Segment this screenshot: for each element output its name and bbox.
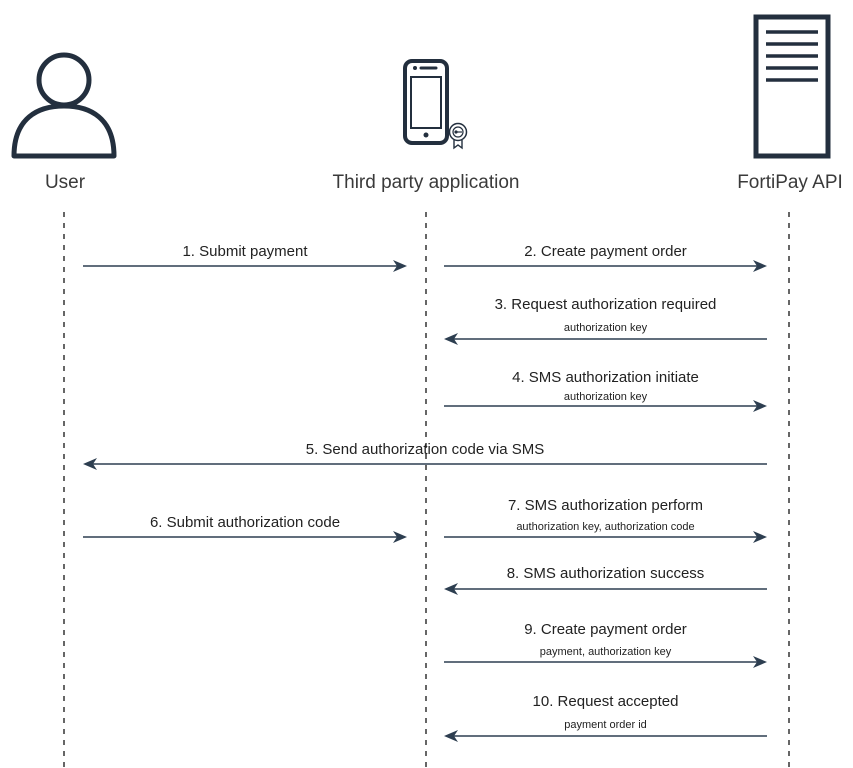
arrow-head-icon — [83, 458, 97, 470]
message-2: 2. Create payment order — [444, 243, 767, 272]
message-8: 8. SMS authorization success — [444, 565, 767, 595]
message-label: 5. Send authorization code via SMS — [306, 441, 544, 458]
message-label: 4. SMS authorization initiate — [512, 369, 699, 386]
actor-label-app: Third party application — [333, 172, 520, 193]
messages-group: 1. Submit payment 2. Create payment order… — [83, 243, 767, 742]
message-sublabel: authorization key — [564, 391, 648, 403]
actor-label-api: FortiPay API — [737, 172, 843, 193]
arrow-head-icon — [753, 260, 767, 272]
message-label: 8. SMS authorization success — [507, 565, 705, 582]
message-label: 9. Create payment order — [524, 621, 687, 638]
message-6: 6. Submit authorization code — [83, 514, 407, 543]
arrow-head-icon — [753, 656, 767, 668]
server-icon — [753, 14, 831, 159]
arrow-head-icon — [444, 333, 458, 345]
message-label: 2. Create payment order — [524, 243, 687, 260]
message-label: 10. Request accepted — [533, 693, 679, 710]
smartphone-certificate-icon — [403, 59, 468, 150]
arrow-head-icon — [444, 583, 458, 595]
message-label: 3. Request authorization required — [495, 296, 717, 313]
message-label: 7. SMS authorization perform — [508, 497, 703, 514]
message-sublabel: authorization key — [564, 322, 648, 334]
arrow-head-icon — [753, 400, 767, 412]
message-5: 5. Send authorization code via SMS — [83, 441, 767, 470]
user-icon — [11, 52, 117, 159]
message-sublabel: payment order id — [564, 719, 647, 731]
message-sublabel: authorization key, authorization code — [516, 521, 694, 533]
message-label: 6. Submit authorization code — [150, 514, 340, 531]
arrow-head-icon — [393, 260, 407, 272]
message-sublabel: payment, authorization key — [540, 646, 672, 658]
message-4: 4. SMS authorization initiate authorizati… — [444, 369, 767, 412]
actor-label-user: User — [45, 172, 86, 193]
arrow-head-icon — [444, 730, 458, 742]
message-label: 1. Submit payment — [182, 243, 308, 260]
message-3: 3. Request authorization required authori… — [444, 296, 767, 345]
message-10: 10. Request accepted payment order id — [444, 693, 767, 742]
arrow-head-icon — [753, 531, 767, 543]
message-7: 7. SMS authorization perform authorizatio… — [444, 497, 767, 543]
message-9: 9. Create payment order payment, authoriz… — [444, 621, 767, 668]
message-1: 1. Submit payment — [83, 243, 407, 272]
arrow-head-icon — [393, 531, 407, 543]
